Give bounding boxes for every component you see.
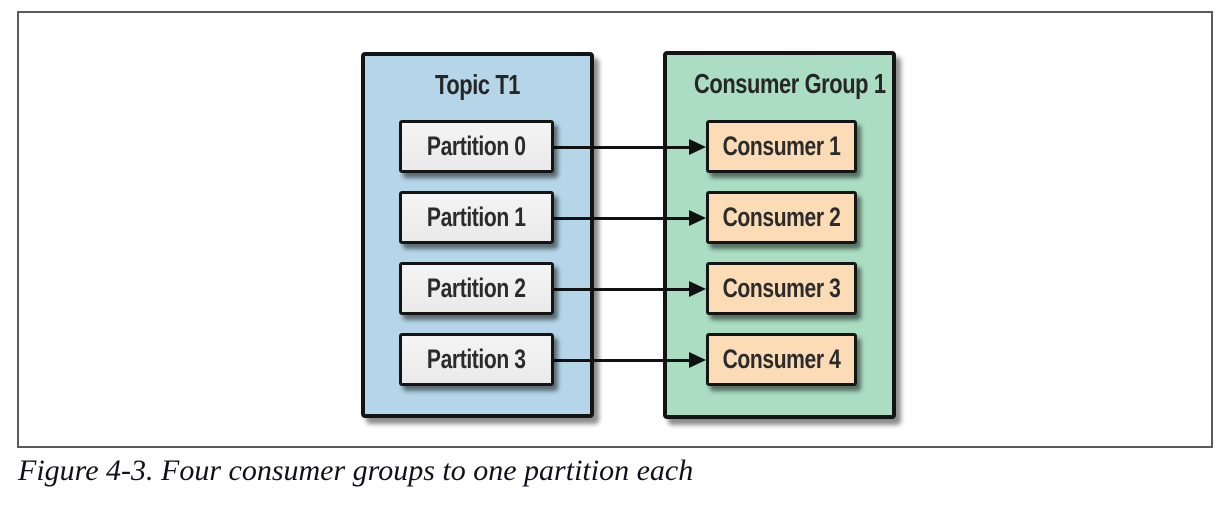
partition-2-label: Partition 2	[427, 273, 526, 303]
consumer-2-label: Consumer 2	[722, 202, 841, 232]
arrow-head-icon	[689, 210, 706, 226]
arrow-line	[554, 288, 691, 291]
consumer-3-box: Consumer 3	[706, 262, 857, 315]
partition-0-label: Partition 0	[427, 131, 526, 161]
arrow-head-icon	[689, 281, 706, 297]
partition-0-box: Partition 0	[399, 120, 554, 173]
arrow-partition3-to-consumer4	[554, 352, 706, 368]
partition-3-label: Partition 3	[427, 344, 526, 374]
partition-1-box: Partition 1	[399, 191, 554, 244]
arrow-line	[554, 217, 691, 220]
consumer-1-box: Consumer 1	[706, 120, 857, 173]
topic-title-text: Topic T1	[434, 69, 521, 100]
arrow-partition0-to-consumer1	[554, 139, 706, 155]
arrow-line	[554, 359, 691, 362]
figure-frame: Topic T1 Consumer Group 1 Parti	[17, 11, 1213, 448]
consumer-group-title-text: Consumer Group 1	[694, 68, 886, 99]
partition-1-label: Partition 1	[427, 202, 526, 232]
arrow-partition2-to-consumer3	[554, 281, 706, 297]
arrow-partition1-to-consumer2	[554, 210, 706, 226]
consumer-2-box: Consumer 2	[706, 191, 857, 244]
consumer-4-box: Consumer 4	[706, 333, 857, 386]
arrow-line	[554, 146, 691, 149]
consumer-4-label: Consumer 4	[722, 344, 841, 374]
consumer-3-label: Consumer 3	[722, 273, 841, 303]
partition-2-box: Partition 2	[399, 262, 554, 315]
arrow-head-icon	[689, 139, 706, 155]
consumer-1-label: Consumer 1	[722, 131, 841, 161]
partition-3-box: Partition 3	[399, 333, 554, 386]
arrow-head-icon	[689, 352, 706, 368]
topic-title: Topic T1	[365, 56, 590, 101]
consumer-group-title: Consumer Group 1	[667, 55, 892, 100]
figure-caption: Figure 4-3. Four consumer groups to one …	[18, 454, 694, 487]
